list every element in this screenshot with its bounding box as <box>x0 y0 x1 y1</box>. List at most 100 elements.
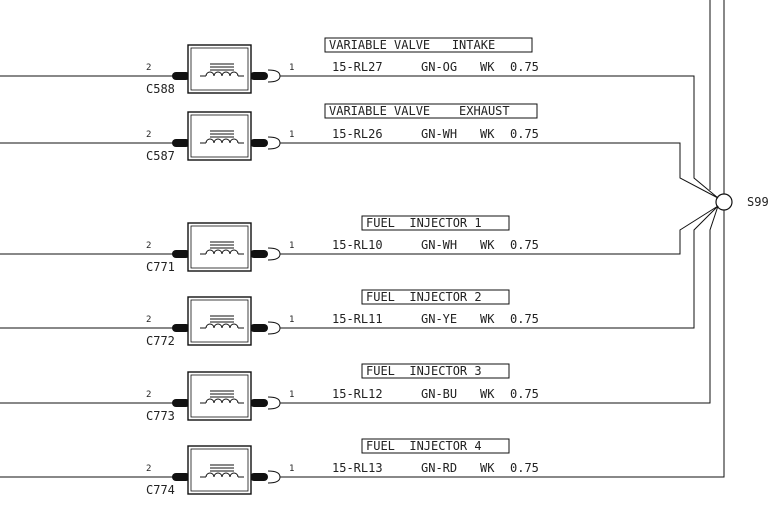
wire-type: WK <box>480 461 495 475</box>
solenoid-component[interactable] <box>187 44 252 94</box>
coil-icon <box>205 398 239 404</box>
terminal-right-icon <box>250 250 268 258</box>
splice-point-icon[interactable] <box>715 193 733 211</box>
pin-right-number: 1 <box>289 63 294 73</box>
pin-right-number: 1 <box>289 315 294 325</box>
pin-left-number: 2 <box>146 63 151 73</box>
pin-left-number: 2 <box>146 464 151 474</box>
component-title: VARIABLE VALVE INTAKE <box>329 38 495 52</box>
terminal-left-icon <box>172 399 190 407</box>
component-inner-frame <box>190 114 249 158</box>
wire-type: WK <box>480 127 495 141</box>
pin-right-number: 1 <box>289 390 294 400</box>
terminal-hook-icon <box>267 396 281 410</box>
component-inner-frame <box>190 47 249 91</box>
terminal-left-icon <box>172 139 190 147</box>
coil-icon <box>205 249 239 255</box>
connector-id: C587 <box>146 149 175 163</box>
coil-icon <box>205 323 239 329</box>
component-title: FUEL INJECTOR 1 <box>366 216 482 230</box>
component-inner-frame <box>190 448 249 492</box>
component-title-box <box>361 289 510 305</box>
terminal-hook-icon <box>267 136 281 150</box>
component-inner-frame <box>190 374 249 418</box>
wire-color: GN-BU <box>421 387 457 401</box>
connector-id: C772 <box>146 334 175 348</box>
wire-type: WK <box>480 387 495 401</box>
coil-icon <box>205 71 239 77</box>
terminal-hook-icon <box>267 69 281 83</box>
component-title: FUEL INJECTOR 2 <box>366 290 482 304</box>
connector-id: C774 <box>146 483 175 497</box>
pin-right-number: 1 <box>289 464 294 474</box>
component-inner-frame <box>190 225 249 269</box>
component-outer-frame <box>187 111 252 161</box>
circuit-number: 15-RL13 <box>332 461 383 475</box>
wire-type: WK <box>480 60 495 74</box>
component-title-box <box>324 37 533 53</box>
component-title: FUEL INJECTOR 4 <box>366 439 482 453</box>
connector-id: C773 <box>146 409 175 423</box>
circuit-number: 15-RL12 <box>332 387 383 401</box>
wire-color: GN-RD <box>421 461 457 475</box>
pin-left-number: 2 <box>146 241 151 251</box>
terminal-left-icon <box>172 324 190 332</box>
terminal-hook-icon <box>267 470 281 484</box>
solenoid-component[interactable] <box>187 371 252 421</box>
wire-route-to-splice[interactable] <box>280 210 725 478</box>
wire-route-to-splice[interactable] <box>280 205 719 329</box>
wire-size: 0.75 <box>510 127 539 141</box>
wire-route-to-splice[interactable] <box>280 205 719 255</box>
terminal-right-icon <box>250 72 268 80</box>
pin-right-number: 1 <box>289 241 294 251</box>
wire-size: 0.75 <box>510 387 539 401</box>
wire-size: 0.75 <box>510 461 539 475</box>
terminal-right-icon <box>250 324 268 332</box>
component-title: VARIABLE VALVE EXHAUST <box>329 104 510 118</box>
wire-type: WK <box>480 312 495 326</box>
component-outer-frame <box>187 222 252 272</box>
terminal-right-icon <box>250 473 268 481</box>
wire-route-to-splice[interactable] <box>280 142 719 199</box>
component-outer-frame <box>187 445 252 495</box>
wire-size: 0.75 <box>510 238 539 252</box>
coil-icon <box>205 138 239 144</box>
wire-route-to-splice[interactable] <box>280 75 719 199</box>
component-title-box <box>361 363 510 379</box>
wire-size: 0.75 <box>510 60 539 74</box>
solenoid-component[interactable] <box>187 296 252 346</box>
splice-label: S99 <box>747 195 769 209</box>
connector-id: C771 <box>146 260 175 274</box>
terminal-right-icon <box>250 399 268 407</box>
component-outer-frame <box>187 296 252 346</box>
circuit-number: 15-RL26 <box>332 127 383 141</box>
terminal-left-icon <box>172 250 190 258</box>
terminal-hook-icon <box>267 247 281 261</box>
circuit-number: 15-RL27 <box>332 60 383 74</box>
component-title-box <box>361 438 510 454</box>
pin-left-number: 2 <box>146 390 151 400</box>
component-outer-frame <box>187 44 252 94</box>
solenoid-component[interactable] <box>187 222 252 272</box>
wire-color: GN-OG <box>421 60 457 74</box>
solenoid-component[interactable] <box>187 111 252 161</box>
component-title-box <box>361 215 510 231</box>
wire-route-to-splice[interactable] <box>280 205 719 404</box>
circuit-number: 15-RL11 <box>332 312 383 326</box>
component-outer-frame <box>187 371 252 421</box>
wire-color: GN-WH <box>421 238 457 252</box>
wire-color: GN-WH <box>421 127 457 141</box>
terminal-left-icon <box>172 72 190 80</box>
terminal-left-icon <box>172 473 190 481</box>
pin-right-number: 1 <box>289 130 294 140</box>
component-title: FUEL INJECTOR 3 <box>366 364 482 378</box>
pin-left-number: 2 <box>146 130 151 140</box>
pin-left-number: 2 <box>146 315 151 325</box>
solenoid-component[interactable] <box>187 445 252 495</box>
